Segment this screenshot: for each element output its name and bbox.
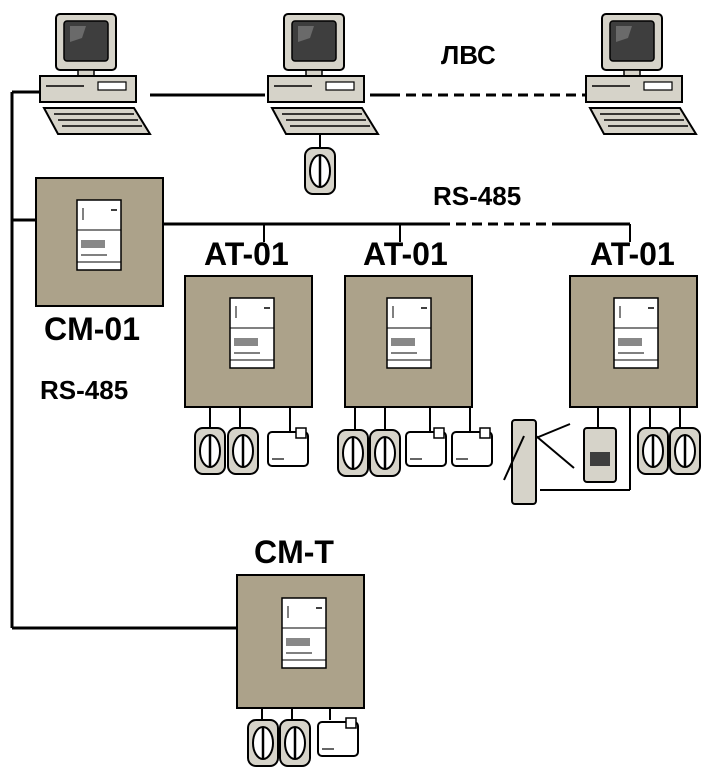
turnstile-icon: [503, 419, 575, 505]
controller-board: [281, 597, 327, 669]
exit-button-icon: [451, 427, 493, 467]
computer-icon: [39, 13, 151, 135]
card-reader-icon: [193, 426, 227, 476]
cmt-label: CM-T: [254, 534, 334, 570]
card-reader-icon: [246, 718, 280, 767]
controller-board: [386, 297, 432, 369]
exit-button-icon: [317, 717, 359, 757]
lan-label: ЛВС: [441, 40, 496, 70]
at01-label: AT-01: [204, 236, 289, 272]
card-reader-icon: [636, 426, 670, 476]
card-reader-icon: [668, 426, 702, 476]
card-reader-icon: [278, 718, 312, 767]
controller-board: [76, 199, 122, 271]
wiring: [10, 90, 681, 720]
controller-board: [613, 297, 659, 369]
computer-icon: [267, 13, 379, 135]
computer-icon: [585, 13, 697, 135]
rs485-bus-label: RS-485: [433, 181, 522, 211]
keypad-icon: [583, 427, 617, 483]
card-reader-icon: [368, 428, 402, 478]
exit-button-icon: [405, 427, 447, 467]
card-reader-icon: [336, 428, 370, 478]
controller-board: [229, 297, 275, 369]
at01-label: AT-01: [363, 236, 448, 272]
at01-label: AT-01: [590, 236, 675, 272]
rs485-side-label: RS-485: [40, 375, 129, 405]
card-reader-icon: [303, 146, 337, 196]
card-reader-icon: [226, 426, 260, 476]
cm01-label: CM-01: [44, 311, 141, 347]
exit-button-icon: [267, 427, 309, 467]
